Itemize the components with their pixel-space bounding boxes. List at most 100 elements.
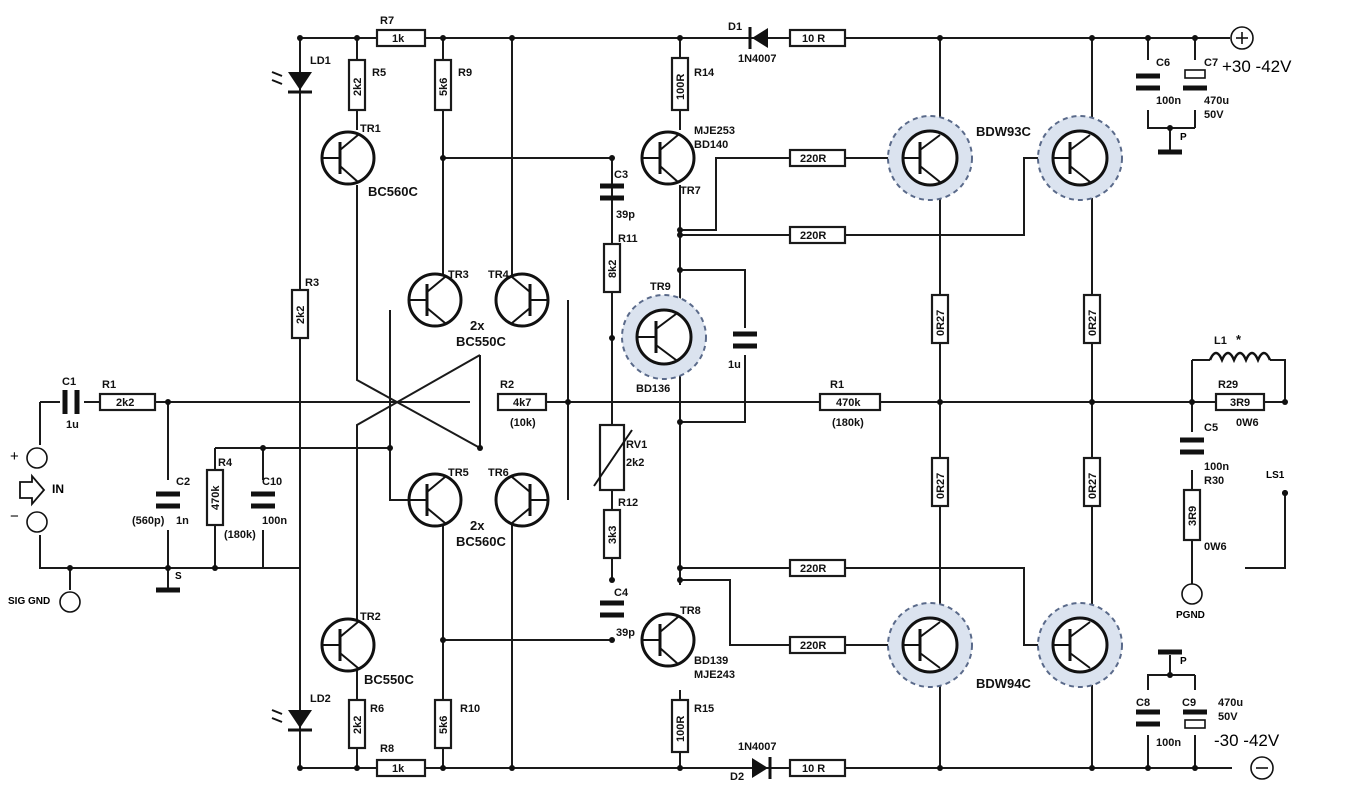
svg-text:TR6: TR6 <box>488 467 509 479</box>
svg-text:100n: 100n <box>1156 95 1181 107</box>
speaker-terminal <box>1282 490 1288 496</box>
svg-text:10 R: 10 R <box>802 33 825 45</box>
resistor-r1-fb: R1 470k (180k) <box>818 379 882 429</box>
svg-text:R11: R11 <box>618 233 638 245</box>
svg-text:2x: 2x <box>470 518 485 533</box>
svg-text:1N4007: 1N4007 <box>738 741 777 753</box>
svg-text:470k: 470k <box>836 397 861 409</box>
svg-text:3k3: 3k3 <box>607 526 619 544</box>
inductor-l1: L1 * <box>1208 332 1272 364</box>
transistor-tr4: TR4 2x BC550C <box>456 269 550 349</box>
svg-text:R8: R8 <box>380 743 394 755</box>
svg-text:1u: 1u <box>66 419 79 431</box>
capacitor-c4: C4 39p <box>600 587 635 639</box>
supply-terminal-pos <box>1230 26 1254 50</box>
resistor-r2: R2 4k7 (10k) <box>496 379 548 429</box>
svg-text:220R: 220R <box>800 640 826 652</box>
svg-text:C5: C5 <box>1204 422 1218 434</box>
input-terminal-plus <box>26 447 48 469</box>
capacitor-c8: C8 100n <box>1136 697 1181 749</box>
svg-text:BC560C: BC560C <box>368 184 418 199</box>
speaker-ls1-label: LS1 <box>1266 470 1285 481</box>
svg-text:R2: R2 <box>500 379 514 391</box>
svg-text:C6: C6 <box>1156 57 1170 69</box>
svg-text:8k2: 8k2 <box>607 260 619 278</box>
svg-text:C8: C8 <box>1136 697 1150 709</box>
transistor-tr2: TR2 BC550C <box>320 611 414 687</box>
svg-text:TR7: TR7 <box>680 185 701 197</box>
supply-negative-label: -30 -42V <box>1214 731 1280 750</box>
svg-text:R6: R6 <box>370 703 384 715</box>
svg-text:220R: 220R <box>800 563 826 575</box>
input-terminal-minus <box>26 511 48 533</box>
svg-text:1n: 1n <box>176 515 189 527</box>
emitter-resistor-2: 0R27 <box>1082 293 1102 345</box>
svg-text:1u: 1u <box>728 359 741 371</box>
svg-text:100R: 100R <box>675 716 687 742</box>
svg-text:C1: C1 <box>62 376 76 388</box>
resistor-r15: R15 100R <box>670 698 714 754</box>
svg-text:2k2: 2k2 <box>626 457 644 469</box>
svg-text:0R27: 0R27 <box>1087 473 1099 499</box>
diode-d2: 1N4007 D2 <box>730 741 777 783</box>
svg-text:TR2: TR2 <box>360 611 381 623</box>
svg-text:BC550C: BC550C <box>456 334 506 349</box>
emitter-resistor-1: 0R27 <box>930 293 950 345</box>
svg-text:2k2: 2k2 <box>116 397 134 409</box>
supply-resistor-bottom: 10 R <box>788 758 847 778</box>
svg-text:470k: 470k <box>210 485 222 510</box>
svg-text:2x: 2x <box>470 318 485 333</box>
svg-text:TR9: TR9 <box>650 281 671 293</box>
ground-s-label: S <box>175 571 182 582</box>
svg-text:R4: R4 <box>218 457 233 469</box>
svg-text:2k2: 2k2 <box>352 716 364 734</box>
trimmer-rv1: RV1 2k2 <box>593 423 647 492</box>
transistor-tr8: TR8 BD139 MJE243 <box>640 605 735 681</box>
svg-text:(180k): (180k) <box>832 417 864 429</box>
base-resistor-4: 220R <box>788 635 847 655</box>
input-in-label: IN <box>52 482 64 496</box>
input-minus-label: − <box>10 508 19 525</box>
svg-text:LD1: LD1 <box>310 55 331 67</box>
resistor-r12: R12 3k3 <box>602 497 638 560</box>
input-plus-label: + <box>10 448 19 465</box>
svg-text:BD140: BD140 <box>694 139 728 151</box>
svg-text:R1: R1 <box>830 379 844 391</box>
led-ld2: LD2 <box>271 693 331 732</box>
svg-text:0R27: 0R27 <box>935 310 947 336</box>
resistor-r29: R29 3R9 0W6 <box>1214 379 1266 429</box>
ground-p-bottom-label: P <box>1180 656 1187 667</box>
pgnd-terminal <box>1181 583 1203 605</box>
transistor-out-4 <box>1037 602 1123 688</box>
svg-text:R1: R1 <box>102 379 116 391</box>
svg-text:LD2: LD2 <box>310 693 331 705</box>
svg-text:10 R: 10 R <box>802 763 825 775</box>
capacitor-1u: 1u <box>728 331 757 371</box>
svg-text:R9: R9 <box>458 67 472 79</box>
svg-text:R30: R30 <box>1204 475 1224 487</box>
svg-text:220R: 220R <box>800 230 826 242</box>
svg-text:*: * <box>1236 332 1242 347</box>
resistor-r30: R30 3R9 0W6 <box>1182 475 1227 553</box>
svg-text:BC560C: BC560C <box>456 534 506 549</box>
svg-text:BD136: BD136 <box>636 383 670 395</box>
resistor-r7: R7 1k <box>375 15 427 48</box>
svg-text:39p: 39p <box>616 209 635 221</box>
svg-text:BC550C: BC550C <box>364 672 414 687</box>
svg-text:4k7: 4k7 <box>513 397 531 409</box>
svg-text:R29: R29 <box>1218 379 1238 391</box>
resistor-r3: R3 2k2 <box>290 277 319 340</box>
svg-text:RV1: RV1 <box>626 439 647 451</box>
svg-text:R10: R10 <box>460 703 480 715</box>
capacitor-c1: C1 1u <box>60 376 84 431</box>
svg-text:R15: R15 <box>694 703 714 715</box>
emitter-resistor-3: 0R27 <box>930 456 950 508</box>
resistor-r14: R14 100R <box>670 56 715 112</box>
led-ld1: LD1 <box>271 55 331 94</box>
svg-text:TR1: TR1 <box>360 123 381 135</box>
svg-text:R7: R7 <box>380 15 394 27</box>
resistor-r5: R5 2k2 <box>347 58 386 112</box>
svg-text:(560p): (560p) <box>132 515 165 527</box>
svg-text:R14: R14 <box>694 67 715 79</box>
